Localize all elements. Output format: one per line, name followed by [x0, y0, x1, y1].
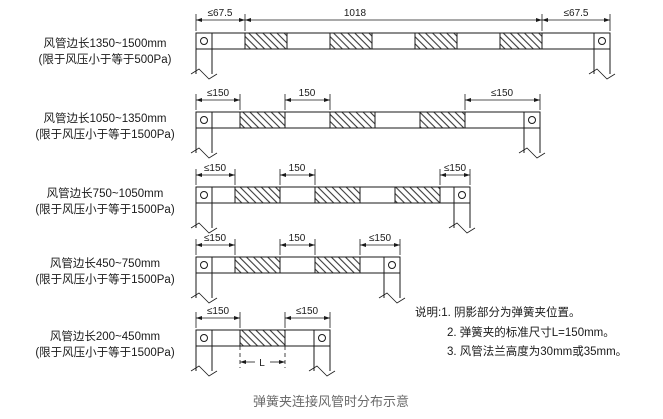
dim-label-left: ≤150 [204, 163, 227, 174]
dim-label-left: ≤150 [204, 233, 227, 244]
spring-clip-hatch [239, 111, 286, 129]
row-duct-750-1050: ≤150 150 ≤150 风管边长750~1050mm (限于风压小于等于15… [35, 163, 476, 234]
break-line [190, 147, 218, 159]
bolt-hole [200, 334, 208, 342]
bolt-hole [200, 261, 208, 269]
row-duct-200-450: ≤150 ≤150 L 风管边长200~450mm (限于风压小于等于1500P… [35, 306, 336, 377]
break-line [190, 292, 218, 304]
spring-clip-hatch [499, 32, 543, 50]
bolt-hole [598, 37, 606, 45]
duct-wall-left [190, 112, 218, 159]
note-line-3: 3. 风管法兰高度为30mm或35mm。 [447, 344, 627, 358]
duct-wall-right [378, 257, 406, 304]
dim-label-right: ≤150 [369, 233, 392, 244]
spring-clip-hatch [314, 186, 361, 204]
duct-flange-bar [195, 256, 401, 274]
break-line [518, 147, 546, 159]
spring-clip-hatch [234, 186, 281, 204]
break-line [190, 222, 218, 234]
dim-label-right: ≤150 [491, 88, 514, 99]
spring-clip-hatch [414, 32, 458, 50]
spring-clip-hatch [419, 111, 466, 129]
note-line-1: 说明:1. 阴影部分为弹簧夹位置。 [415, 305, 580, 319]
spring-clip-hatch [394, 186, 441, 204]
spring-clip-hatch [329, 32, 373, 50]
row-label-size: 风管边长1050~1350mm [43, 111, 166, 125]
spring-clip-hatch [234, 256, 281, 274]
dim-label-clip-length: L [259, 358, 265, 369]
break-line [308, 365, 336, 377]
break-line [588, 68, 616, 80]
duct-wall-left [190, 33, 218, 80]
dim-label-left: ≤150 [207, 306, 230, 317]
dim-label-left: ≤67.5 [208, 8, 233, 19]
duct-wall-right [448, 187, 476, 234]
break-line [190, 68, 218, 80]
row-duct-1050-1350: ≤150 150 ≤150 风管边长1050~1350mm (限于风压小于等于1… [35, 88, 546, 159]
bolt-hole [200, 191, 208, 199]
break-line [448, 222, 476, 234]
spring-clip-hatch [314, 256, 361, 274]
duct-wall-left [190, 187, 218, 234]
dimension-extension-lines [195, 169, 471, 185]
dimension-extension-lines [195, 94, 541, 110]
spring-clip-hatch [239, 329, 286, 347]
row-label-pressure: (限于风压小于等于1500Pa) [35, 272, 174, 286]
duct-wall-right [308, 330, 336, 377]
bolt-hole [458, 191, 466, 199]
row-label-pressure: (限于风压小于等于1500Pa) [35, 127, 174, 141]
dim-label-right: ≤67.5 [564, 8, 589, 19]
clip-length-dimension: L [239, 346, 286, 369]
duct-wall-right [588, 33, 616, 80]
break-line [378, 292, 406, 304]
notes-block: 说明:1. 阴影部分为弹簧夹位置。 2. 弹簧夹的标准尺寸L=150mm。 3.… [415, 305, 627, 358]
spring-clip-hatch [244, 32, 288, 50]
row-label-pressure: (限于风压小于等于1500Pa) [35, 202, 174, 216]
break-line [190, 365, 218, 377]
row-label-pressure: (限于风压小于等于1500Pa) [35, 345, 174, 359]
dim-label-right: ≤150 [444, 163, 467, 174]
duct-wall-right [518, 112, 546, 159]
bolt-hole [388, 261, 396, 269]
duct-wall-left [190, 330, 218, 377]
duct-wall-left [190, 257, 218, 304]
bolt-hole [528, 116, 536, 124]
dim-label-right: ≤150 [296, 306, 319, 317]
dim-label-middle: 150 [289, 233, 306, 244]
note-line-2: 2. 弹簧夹的标准尺寸L=150mm。 [447, 325, 615, 339]
dim-label-middle: 150 [299, 88, 316, 99]
bolt-hole [318, 334, 326, 342]
dim-label-left: ≤150 [207, 88, 230, 99]
row-duct-1350-1500: ≤67.5 1018 ≤67.5 风管边长1350~1500mm (限于风压小于… [39, 8, 616, 80]
dim-label-middle: 150 [289, 163, 306, 174]
dimension-extension-lines [195, 14, 611, 31]
row-label-size: 风管边长1350~1500mm [43, 36, 166, 50]
diagram-caption: 弹簧夹连接风管时分布示意 [253, 394, 409, 409]
row-label-pressure: (限于风压小于等于500Pa) [39, 52, 172, 66]
row-duct-450-750: ≤150 150 ≤150 风管边长450~750mm (限于风压小于等于150… [35, 233, 406, 304]
bolt-hole [200, 37, 208, 45]
bolt-hole [200, 116, 208, 124]
row-label-size: 风管边长200~450mm [50, 329, 160, 343]
dim-label-middle: 1018 [344, 8, 367, 19]
row-label-size: 风管边长750~1050mm [47, 186, 164, 200]
row-label-size: 风管边长450~750mm [50, 256, 160, 270]
spring-clip-hatch [329, 111, 376, 129]
